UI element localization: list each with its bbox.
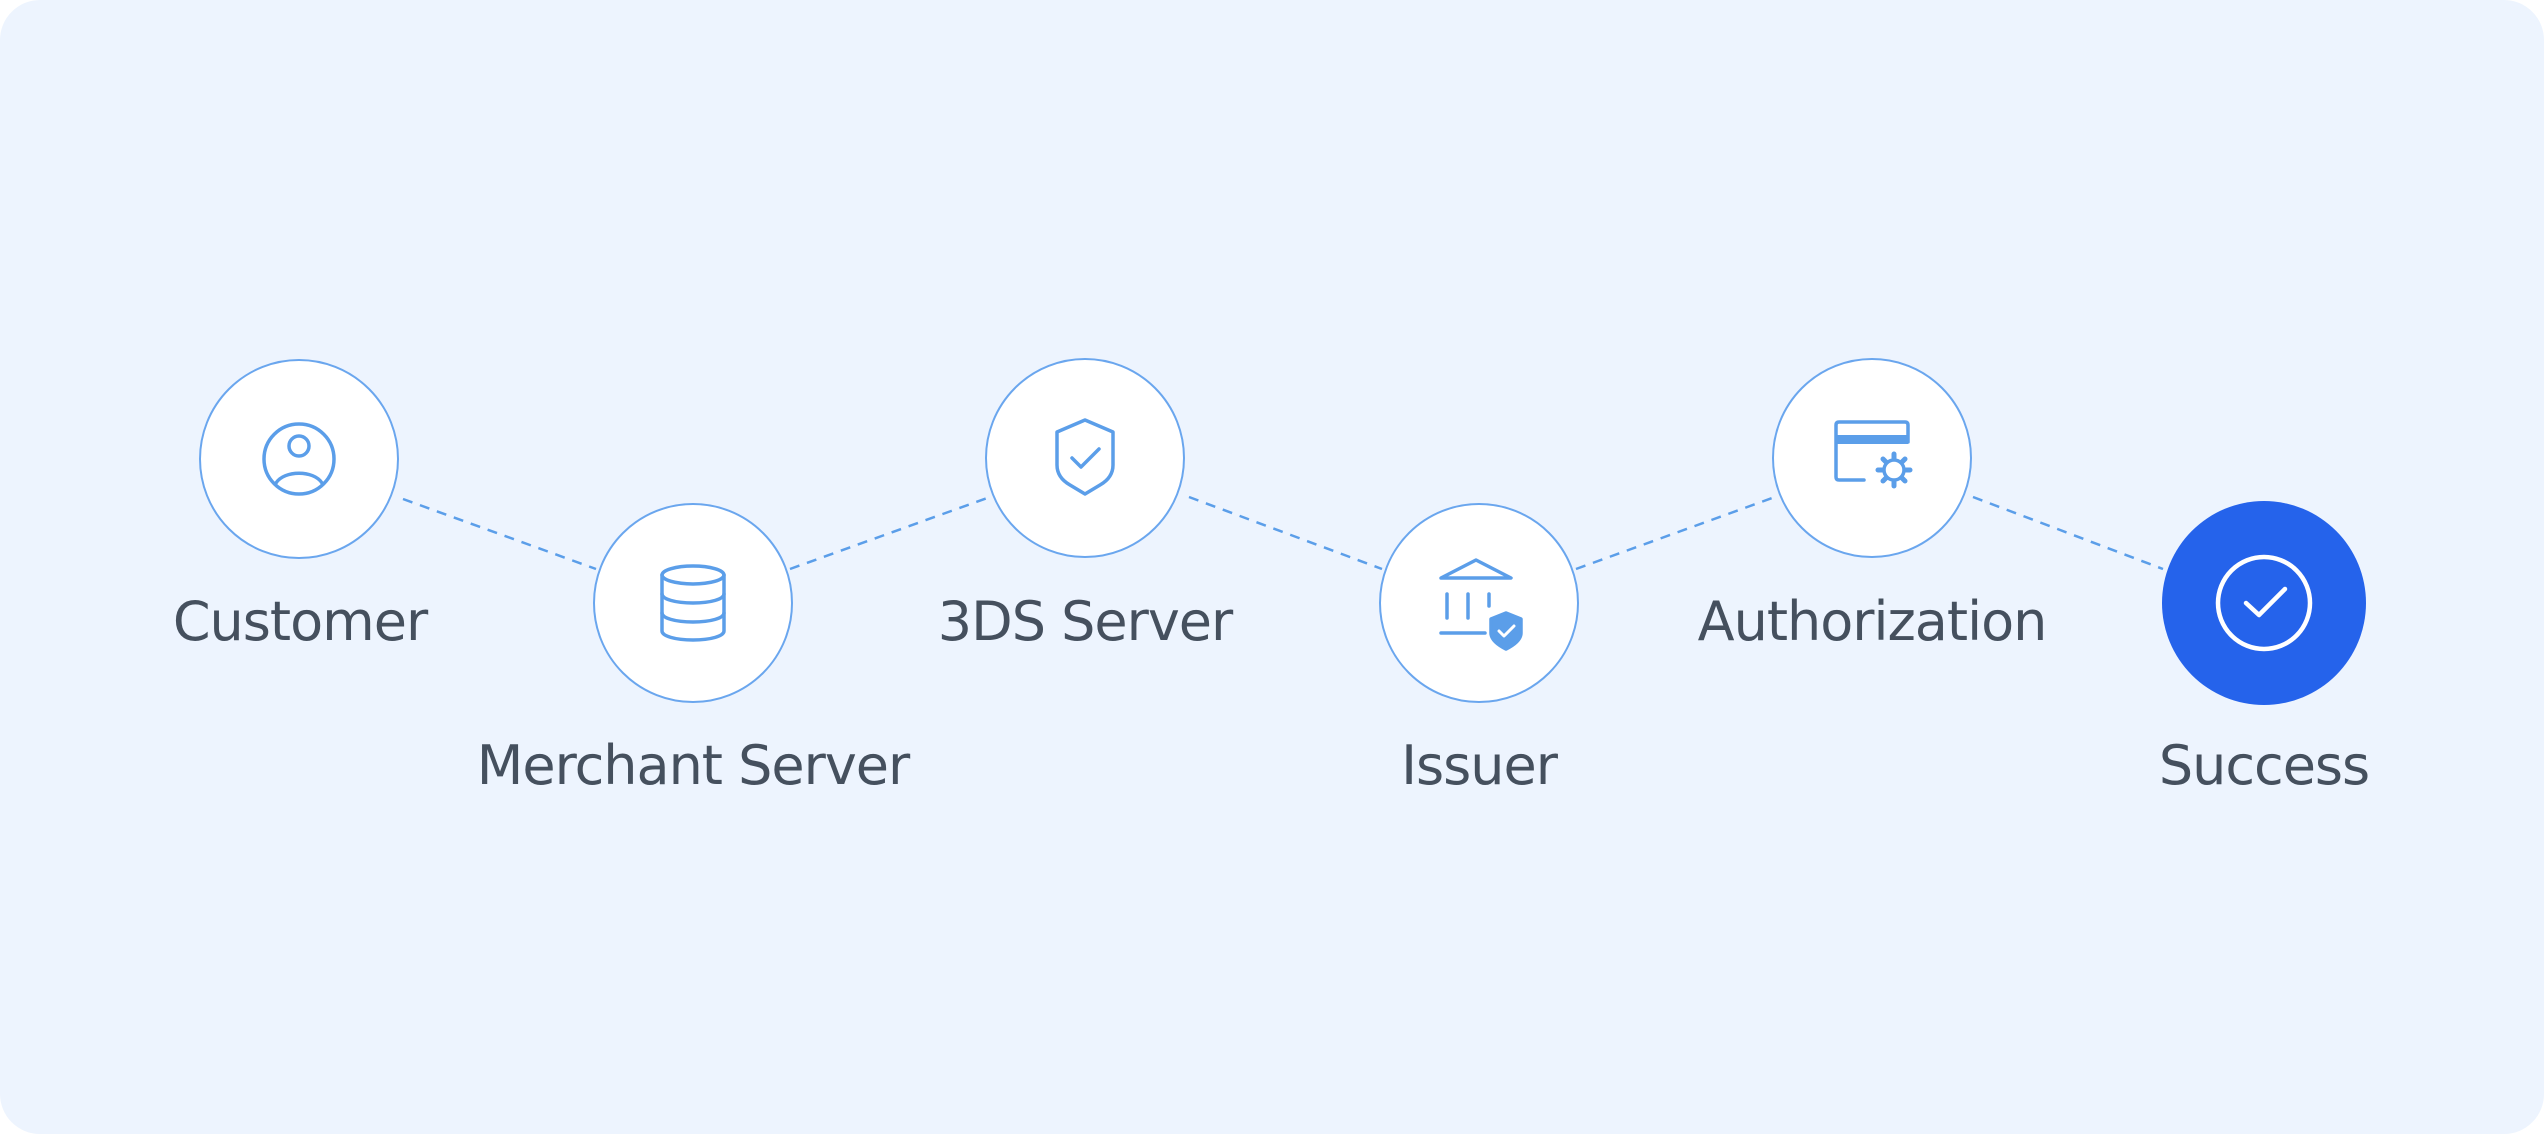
- connector-merchant-3ds: [789, 495, 991, 571]
- step-success-node: [2162, 501, 2366, 705]
- step-customer-label: Customer: [172, 590, 428, 653]
- shield-check-icon: [1055, 418, 1115, 496]
- connector-customer-merchant: [402, 497, 597, 571]
- step-merchant-server-node: [593, 503, 793, 703]
- step-issuer-node: [1379, 503, 1579, 703]
- bank-shield-icon: [1439, 558, 1523, 651]
- connector-3ds-issuer: [1188, 495, 1383, 571]
- database-icon: [660, 564, 726, 642]
- check-circle-icon: [2215, 554, 2313, 652]
- step-3ds-server-label: 3DS Server: [937, 590, 1233, 653]
- step-merchant-server-label: Merchant Server: [476, 734, 910, 797]
- step-authorization-node: [1772, 358, 1972, 558]
- connector-authorization-success: [1972, 495, 2164, 571]
- user-circle-icon: [262, 422, 336, 496]
- step-customer-node: [199, 359, 399, 559]
- step-authorization-label: Authorization: [1697, 590, 2048, 653]
- step-3ds-server-node: [985, 358, 1185, 558]
- step-issuer-label: Issuer: [1401, 734, 1558, 797]
- credit-card-gear-icon: [1834, 420, 1913, 489]
- step-success-label: Success: [2158, 734, 2370, 797]
- connector-issuer-authorization: [1575, 495, 1776, 571]
